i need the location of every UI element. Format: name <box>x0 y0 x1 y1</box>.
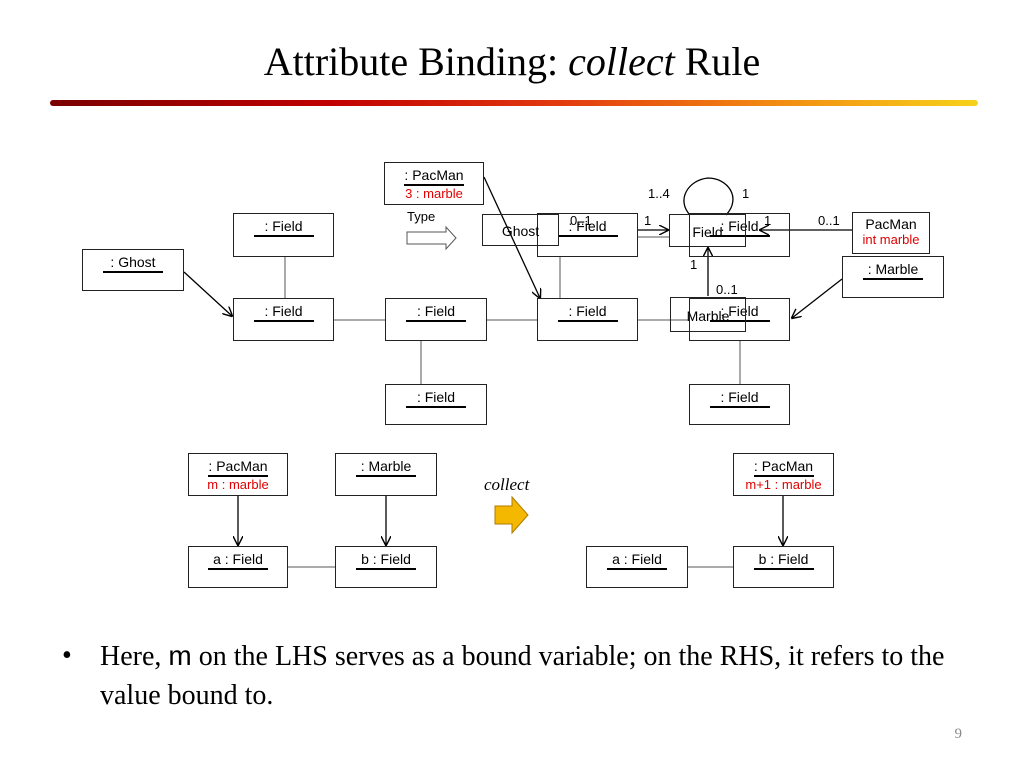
mult-label: 0..1 <box>570 213 592 228</box>
title-divider <box>50 100 978 106</box>
host-field-node: : Field <box>689 213 790 257</box>
title-emphasis: collect <box>568 39 675 84</box>
lhs-field-b-node: b : Field <box>335 546 437 588</box>
type-ghost-node: Ghost <box>482 214 559 246</box>
mult-label: 1..4 <box>648 186 670 201</box>
type-marble-node: Marble <box>670 297 746 332</box>
bullet-symbol: • <box>62 640 72 671</box>
bullet-variable: m <box>168 640 192 671</box>
type-field-node: Field <box>669 214 746 247</box>
host-field-node: : Field <box>537 213 638 257</box>
host-field-node: : Field <box>537 298 638 341</box>
mult-label: 1 <box>764 213 772 228</box>
mult-label: 0..1 <box>716 282 738 297</box>
host-field-node: : Field <box>233 298 334 341</box>
host-field-node: : Field <box>233 213 334 257</box>
host-field-node: : Field <box>385 298 487 341</box>
mult-label: 1 <box>690 257 698 272</box>
slide-title: Attribute Binding: collect Rule <box>263 39 761 84</box>
mult-label: 0..1 <box>818 213 840 228</box>
lhs-marble-node: : Marble <box>335 453 437 496</box>
host-field-node: : Field <box>689 384 790 425</box>
host-marble-node: : Marble <box>842 256 944 298</box>
mult-label: 1 <box>644 213 652 228</box>
lhs-field-a-node: a : Field <box>188 546 288 588</box>
collect-label: collect <box>484 475 530 494</box>
host-ghost-node: : Ghost <box>82 249 184 291</box>
host-field-node: : Field <box>689 298 790 341</box>
type-label: Type <box>407 209 436 224</box>
edge-marble-to-field <box>792 278 843 318</box>
collect-arrow <box>494 495 529 535</box>
edge-type-field-loop <box>683 177 734 216</box>
page-number: 9 <box>954 726 963 742</box>
host-field-node: : Field <box>385 384 487 425</box>
mult-label: 1 <box>742 186 750 201</box>
edge-pacman-to-field <box>483 176 540 298</box>
rhs-field-b-node: b : Field <box>733 546 834 588</box>
bullet-text: Here, m on the LHS serves as a bound var… <box>100 640 945 711</box>
edge-ghost-to-field <box>183 271 232 316</box>
rhs-field-a-node: a : Field <box>586 546 688 588</box>
type-arrow <box>406 225 457 251</box>
